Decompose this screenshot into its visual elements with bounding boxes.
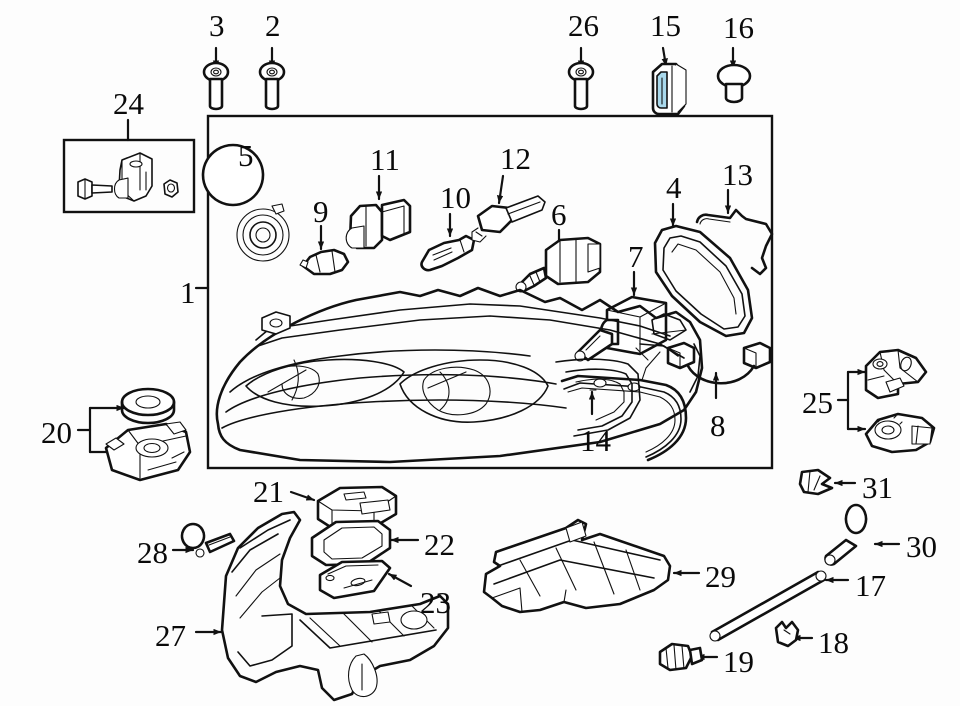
part-8-wiring-harness (666, 341, 772, 385)
part-5-round-access-cover (201, 143, 290, 262)
part-11-bulb-socket (345, 198, 412, 250)
part-26-hex-socket-bolt (567, 61, 595, 111)
part-18-retaining-nut (774, 620, 800, 648)
callout-label-26: 26 (568, 8, 599, 43)
callout-label-25: 25 (802, 385, 833, 420)
part-4-housing-seal (653, 224, 754, 338)
callout-label-22: 22 (424, 527, 455, 562)
main-assembly-box (206, 114, 774, 470)
callout-label-11: 11 (370, 142, 400, 177)
part-29-support-bracket (482, 518, 672, 614)
callout-label-18: 18 (818, 625, 849, 660)
part-2-hex-socket-bolt (258, 61, 286, 111)
part-1-headlight-assembly (215, 286, 704, 464)
callout-label-12: 12 (500, 141, 531, 176)
callout-label-30: 30 (906, 529, 937, 564)
part-12-connector-lead (471, 195, 546, 243)
part-31-spring-clip (798, 468, 834, 496)
callout-label-16: 16 (723, 10, 754, 45)
callout-label-9: 9 (313, 194, 329, 229)
part-24-bracket-kit (77, 152, 179, 202)
part-23-cover-plate (318, 559, 392, 600)
callout-label-24: 24 (113, 86, 144, 121)
leader-23 (387, 572, 413, 588)
part-15-retainer-clip (651, 62, 687, 116)
part-3-hex-socket-bolt (202, 61, 230, 111)
part-14-trim-seal-strip (560, 374, 688, 462)
part-28-flange-bolt (180, 522, 236, 558)
leader-12 (496, 174, 505, 205)
callout-label-6: 6 (551, 197, 567, 232)
part-27-headlight-carrier-bracket (220, 510, 450, 702)
callout-label-10: 10 (440, 180, 471, 215)
callout-label-3: 3 (209, 8, 225, 43)
part-13-bulb-retaining-spring (695, 208, 774, 276)
callout-label-4: 4 (666, 170, 682, 205)
part-22-cover-gasket (310, 519, 392, 567)
callout-label-23: 23 (420, 585, 451, 620)
part-25-bracket-upper (864, 348, 928, 400)
callout-label-2: 2 (265, 8, 281, 43)
callout-label-8: 8 (710, 408, 726, 443)
callout-label-15: 15 (650, 8, 681, 43)
callout-label-14: 14 (580, 423, 611, 458)
part-30-pivot-pin (824, 503, 868, 566)
part-20-hid-control-unit (104, 387, 192, 482)
callout-label-7: 7 (628, 239, 644, 274)
part-16-plug-cap (716, 63, 752, 104)
callout-label-27: 27 (155, 618, 186, 653)
callout-label-21: 21 (253, 474, 284, 509)
callout-label-19: 19 (723, 644, 754, 679)
part-6-xenon-bulb (515, 236, 602, 293)
part-21-service-cover (316, 485, 398, 530)
part-19-adjusting-screw (658, 642, 704, 672)
callout-label-17: 17 (855, 568, 886, 603)
callout-label-31: 31 (862, 470, 893, 505)
leader-21 (289, 490, 316, 502)
callout-label-5: 5 (238, 138, 254, 173)
callout-label-13: 13 (722, 157, 753, 192)
callout-label-29: 29 (705, 559, 736, 594)
callout-label-20: 20 (41, 415, 72, 450)
part-17-adjusting-rod (709, 570, 827, 642)
part-9-festoon-bulb (299, 248, 350, 276)
callout-label-1: 1 (180, 275, 196, 310)
callout-label-28: 28 (137, 535, 168, 570)
part-25-bracket-lower (864, 412, 936, 454)
part-10-bulb (420, 234, 476, 272)
